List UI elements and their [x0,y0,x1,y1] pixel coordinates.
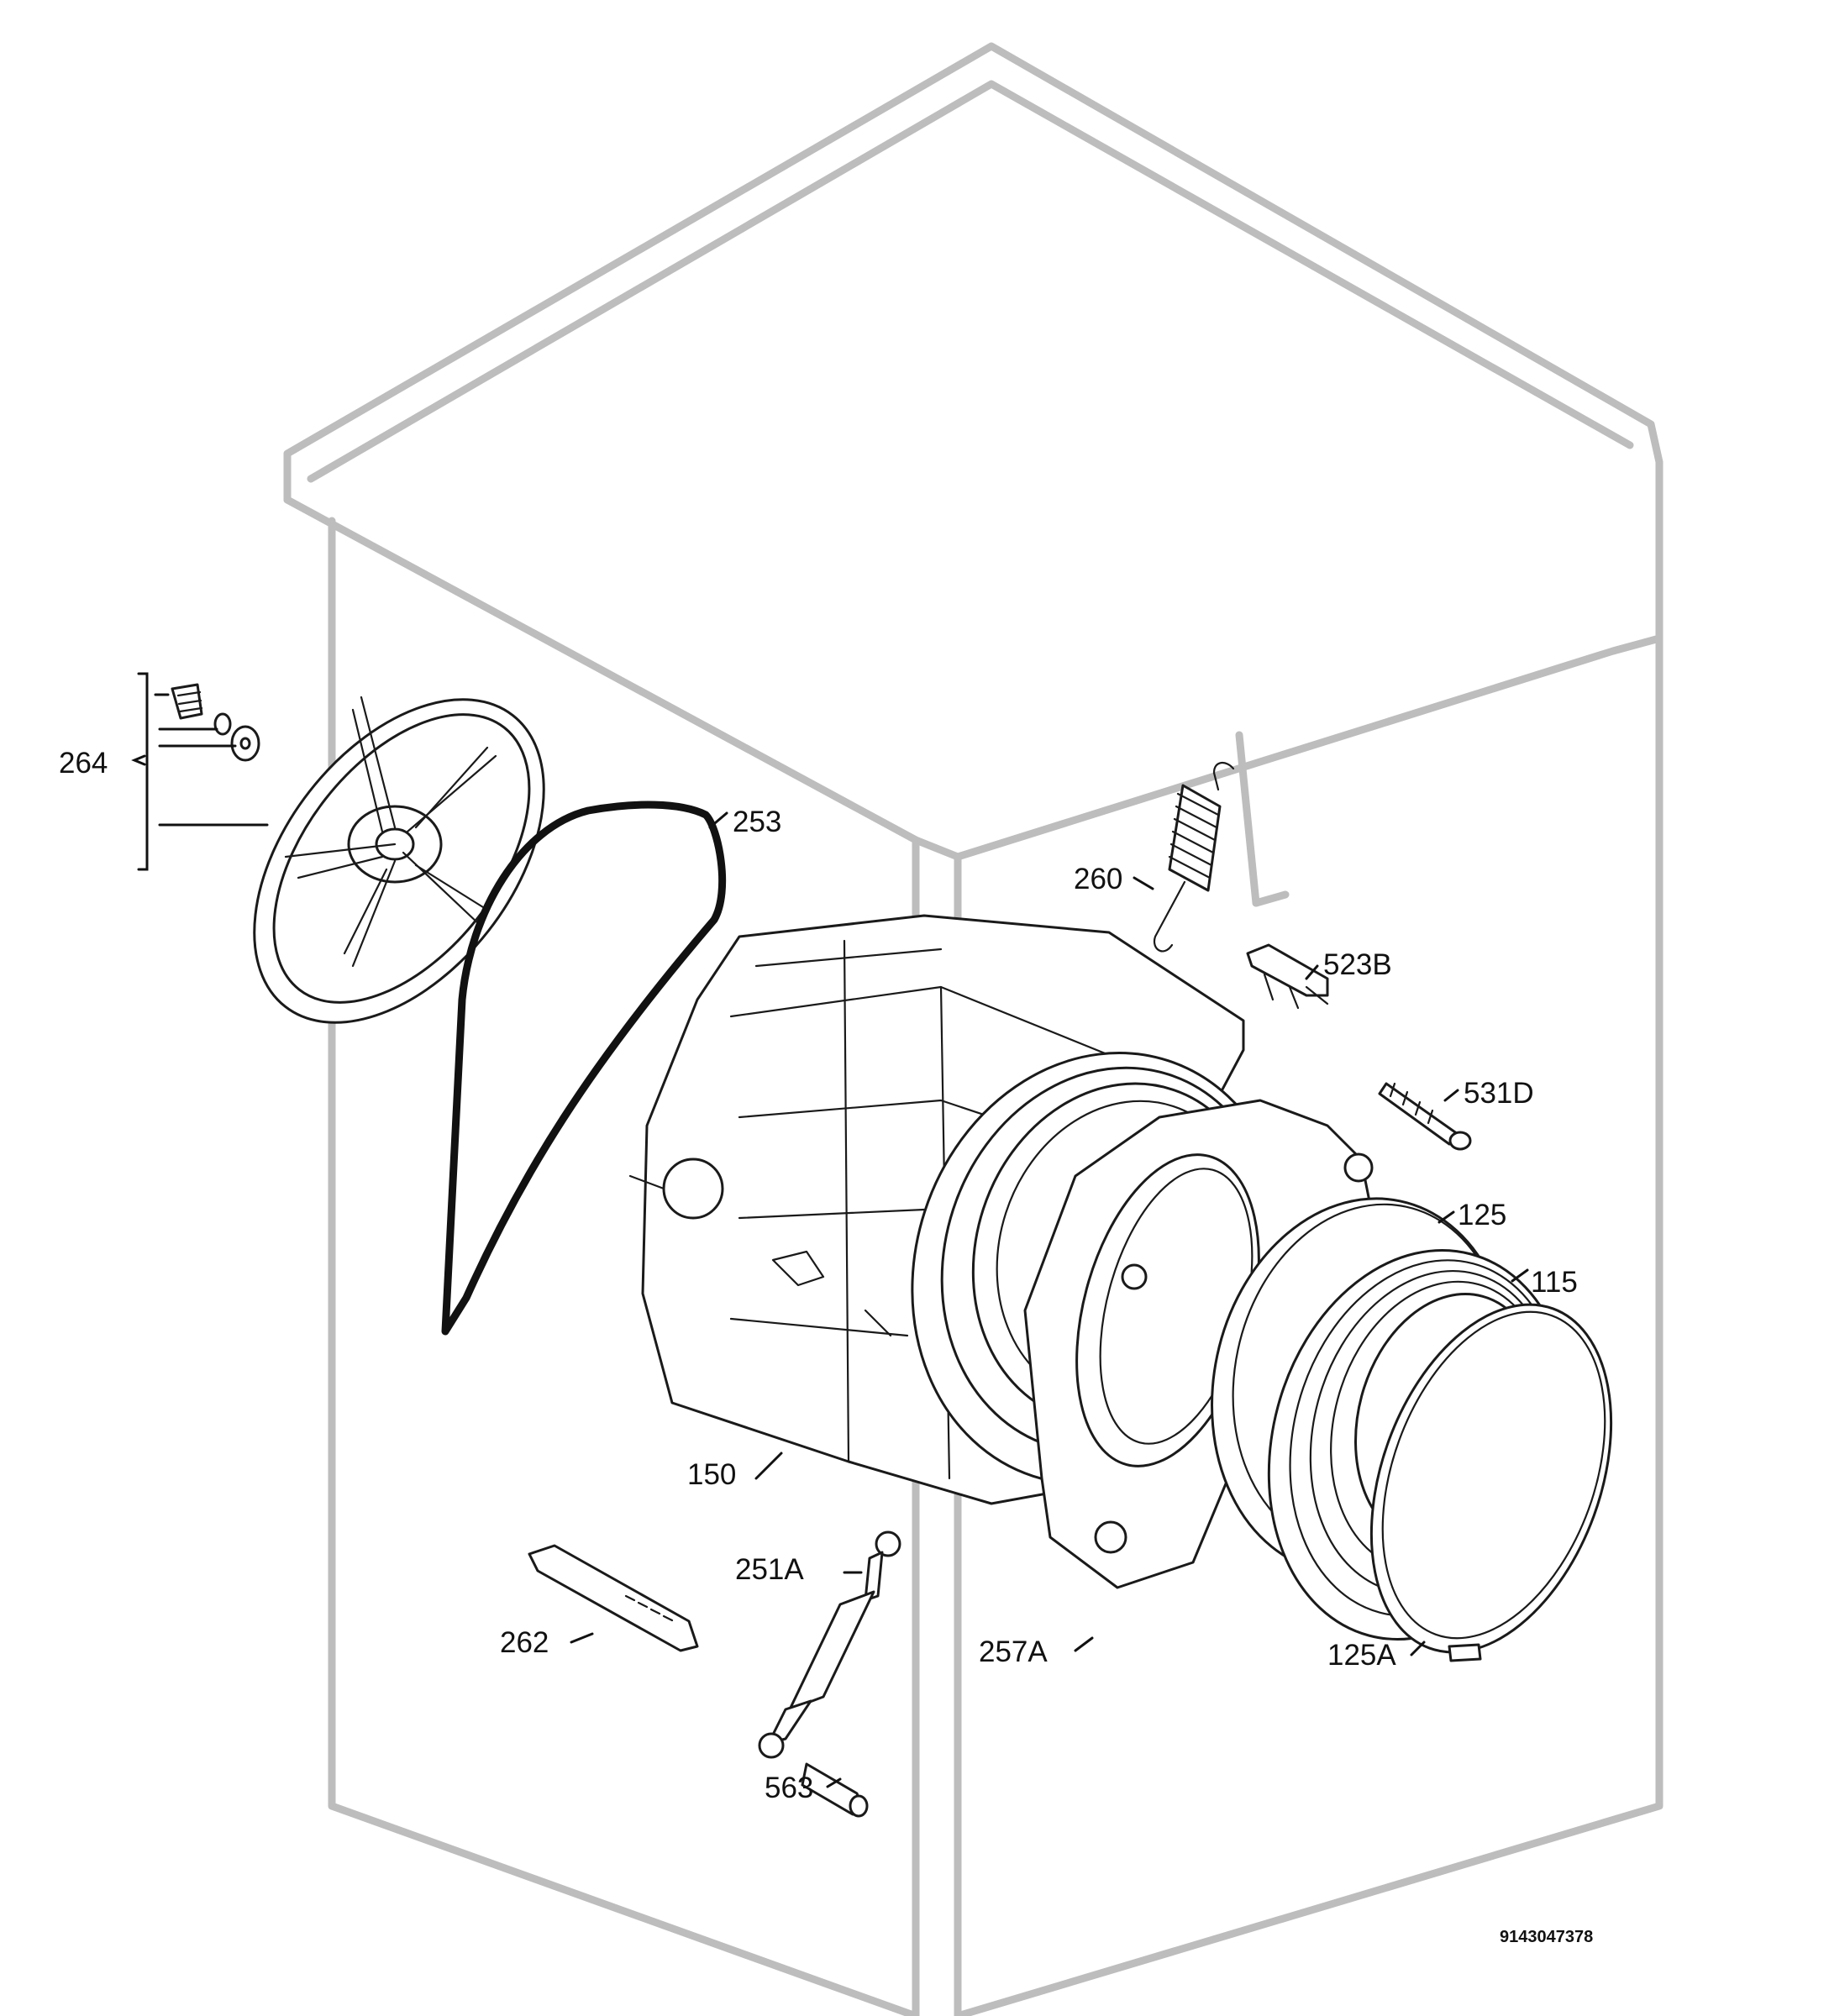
leader-lines [131,672,1529,1788]
callout-125a: 125A [1327,1639,1396,1672]
pulley-assembly [253,696,545,1024]
drawing-number: 9143047378 [1500,1928,1593,1946]
shock-absorber-251a [758,1530,901,1759]
callout-260: 260 [1074,863,1122,895]
pulley-washer [213,712,260,762]
callout-115: 115 [1531,1266,1578,1299]
pin-563 [801,1762,869,1818]
callout-253: 253 [733,806,781,838]
callout-labels: 264 253 260 523B 531D 125 115 150 251A 2… [59,747,1578,1804]
callout-150: 150 [687,1458,736,1491]
callout-257a: 257A [979,1635,1048,1668]
callout-251a: 251A [735,1553,804,1586]
callout-262: 262 [500,1626,549,1659]
suspension-spring [1153,762,1235,953]
screw-531d [1378,1082,1472,1151]
door-seal-clamp-125a [1369,1303,1613,1662]
callout-563: 563 [765,1772,813,1804]
bracket-523b [1246,943,1329,1010]
callout-264: 264 [59,747,108,780]
drive-belt [441,801,727,1336]
callout-531d: 531D [1464,1077,1534,1110]
handle-262 [528,1544,699,1652]
callout-125: 125 [1458,1199,1506,1231]
callout-523b: 523B [1323,948,1392,981]
pulley-bolt [171,683,203,720]
